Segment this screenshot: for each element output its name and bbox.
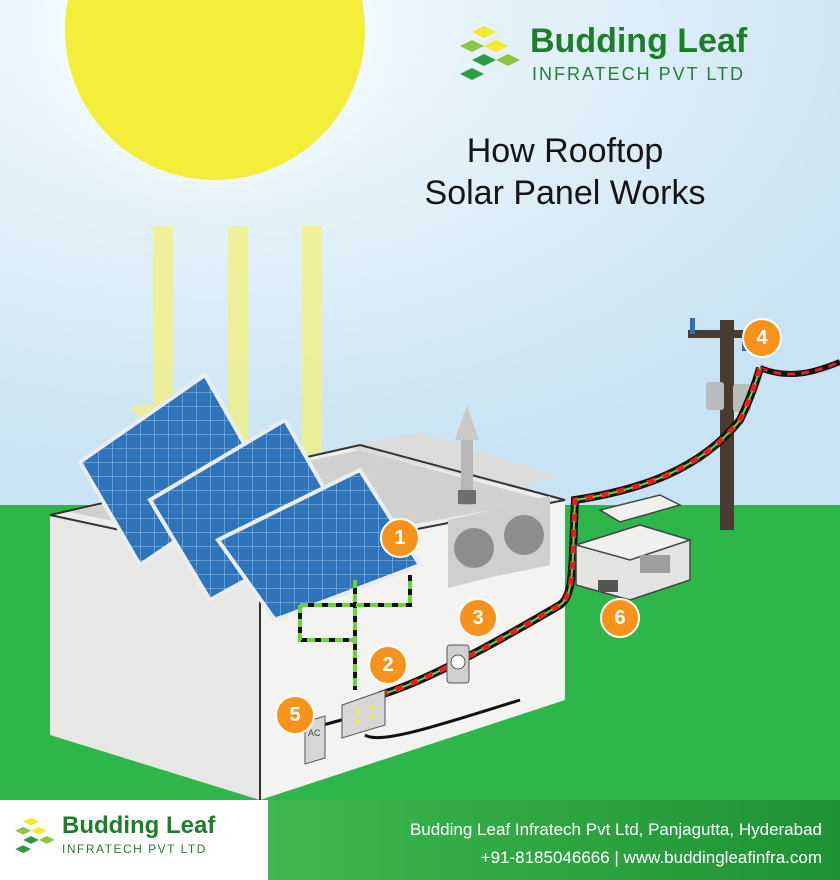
footer-brand-subtitle: INFRATECH PVT LTD — [62, 842, 207, 856]
contact-panel: Budding Leaf Infratech Pvt Ltd, Panjagut… — [268, 800, 840, 880]
leaf-logo-icon — [460, 26, 520, 80]
electrical-cabinets — [573, 494, 693, 601]
contact-phone-web: +91-8185046666 | www.buddingleafinfra.co… — [480, 848, 822, 867]
title-line-2: Solar Panel Works — [424, 174, 706, 212]
marker-4: 4 — [742, 318, 782, 358]
meter-icon — [446, 644, 470, 684]
inverter-icon — [341, 689, 386, 739]
brand-logo-bottom: Budding Leaf INFRATECH PVT LTD — [10, 808, 260, 868]
roof-vent-icon — [455, 405, 479, 505]
footer: Budding Leaf INFRATECH PVT LTD Budding L… — [0, 800, 840, 880]
diagram-title: How Rooftop Solar Panel Works — [360, 130, 770, 214]
footer-brand-name: Budding Leaf — [62, 812, 216, 839]
marker-5: 5 — [275, 695, 315, 735]
marker-1: 1 — [380, 518, 420, 558]
brand-subtitle: INFRATECH PVT LTD — [532, 64, 746, 84]
marker-6: 6 — [600, 598, 640, 638]
title-line-1: How Rooftop — [466, 132, 664, 170]
dc-wiring — [298, 575, 412, 690]
fan-unit-icon — [448, 496, 550, 588]
marker-3: 3 — [458, 598, 498, 638]
leaf-logo-icon — [15, 817, 55, 854]
brand-name: Budding Leaf — [530, 22, 748, 60]
ac-label: AC — [308, 728, 321, 738]
marker-2: 2 — [368, 645, 408, 685]
brand-logo-top: Budding Leaf INFRATECH PVT LTD — [452, 22, 812, 92]
contact-company: Budding Leaf Infratech Pvt Ltd, Panjagut… — [409, 820, 822, 839]
sunlight-arrows — [130, 226, 345, 520]
solar-panels — [77, 372, 423, 623]
sun-icon — [25, 0, 405, 230]
